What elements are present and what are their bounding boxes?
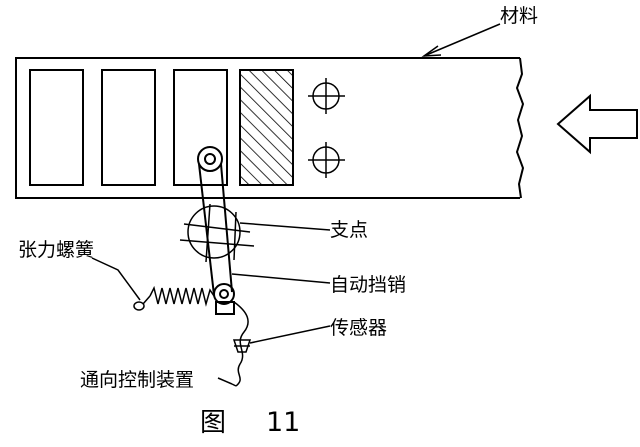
label-material: 材料 [500,5,538,27]
material-strip [15,57,525,199]
sensor-wire [231,301,249,387]
label-tension-spring: 张力螺簧 [18,239,94,261]
label-auto-stop-pin: 自动挡销 [330,274,406,296]
tension-spring-leader [91,257,141,301]
hatched-part [239,69,294,186]
sensor-leader [249,325,331,344]
fulcrum-leader [239,222,331,231]
blank-window-2 [101,69,156,186]
material-leader [421,23,501,57]
caption-number: 11 [266,407,300,438]
left-arrow-icon [556,93,638,155]
label-sensor: 传感器 [330,317,387,339]
blank-window-1 [29,69,84,186]
label-to-control: 通向控制装置 [80,369,194,391]
blank-windows [29,69,228,186]
fulcrum-pivot [179,203,255,263]
auto-stop-pin-leader [231,273,331,284]
stop-pin-lever [197,146,235,315]
label-leaders [91,222,331,385]
crosshair-circle-icon [308,78,345,178]
control-leader [217,377,233,385]
label-fulcrum: 支点 [330,219,368,241]
coil-spring-icon [133,285,215,311]
caption-prefix: 图 [200,408,226,438]
sensor-icon [232,339,252,353]
